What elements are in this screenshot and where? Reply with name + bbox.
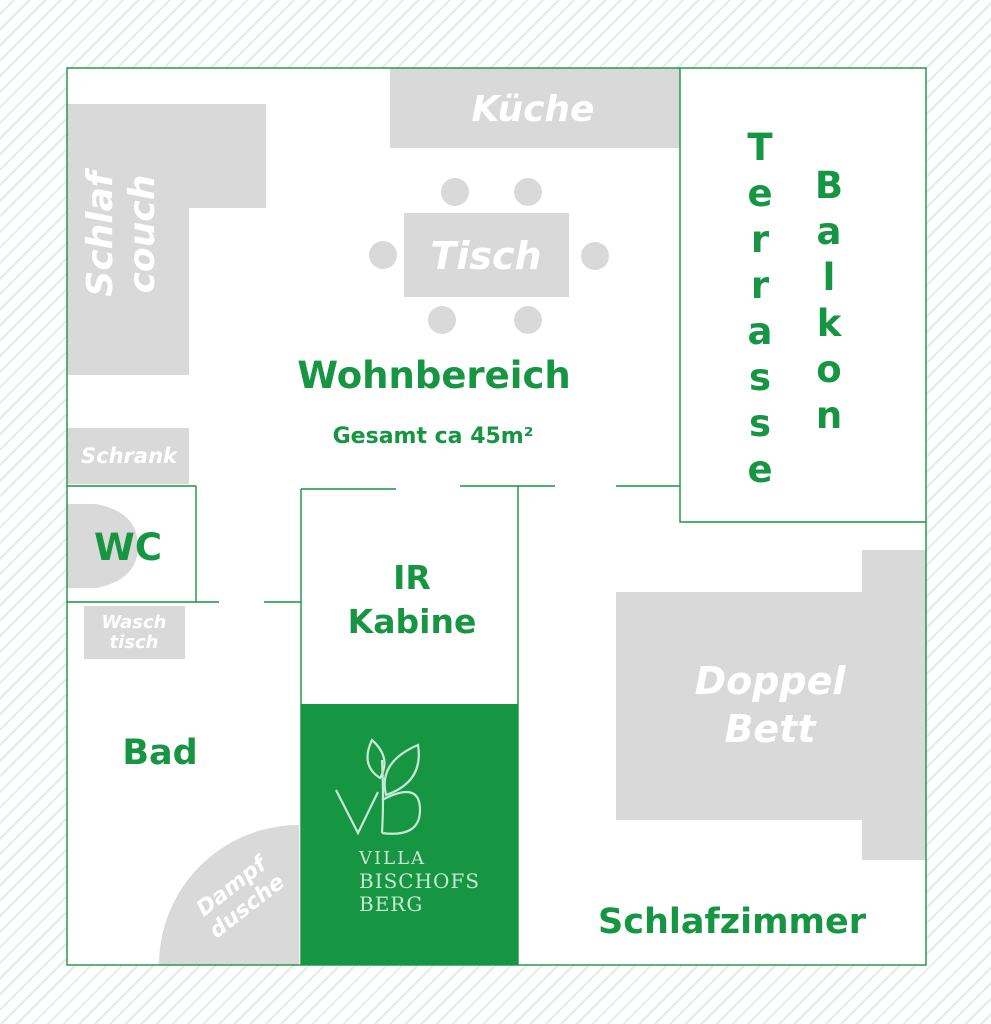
bathroom-label: Bad [122,733,197,773]
sofa-bed-label-line1: Schlaf [80,167,121,297]
kitchen-counter [390,68,680,148]
washbasin-label-line2: tisch [110,632,159,653]
sofa-bed [67,104,266,375]
double-bed [616,550,926,860]
dining-table-group: Tisch [369,178,609,334]
chair [514,306,542,334]
logo-text-bischofs: BISCHOFS [359,869,480,893]
sofa-bed-label-line2: couch [122,175,163,294]
outer-wall [66,67,927,966]
chair [441,178,469,206]
washbasin [84,606,185,659]
logo-panel [301,704,518,965]
ir-cabin-label-line2: Kabine [348,602,477,641]
living-area-label: Wohnbereich [297,354,570,397]
washbasin-label-line1: Wasch [102,612,167,633]
table-label: Tisch [430,234,541,278]
logo-text-villa: VILLA [358,848,426,869]
toilet [67,504,138,588]
kitchen-label: Küche [472,89,595,130]
chair [514,178,542,206]
sofa-bed-label-group: Schlaf couch [80,167,163,297]
chair [369,241,397,269]
ir-cabin-label-line1: IR [393,558,431,597]
logo-text-berg: BERG [359,892,423,916]
wc-label: WC [94,526,162,569]
bedroom-label: Schlafzimmer [598,902,867,942]
double-bed-label-line2: Bett [724,707,817,751]
chair [428,306,456,334]
chair [581,242,609,270]
steam-shower [159,825,299,965]
leaf-vb-monogram-icon [335,738,422,836]
walls [66,67,927,966]
wardrobe [67,428,189,484]
wardrobe-label: Schrank [81,444,179,468]
dining-table [404,213,569,297]
terrace-wall [679,68,926,523]
double-bed-label-line1: Doppel [695,659,847,703]
total-area-label: Gesamt ca 45m² [333,424,534,449]
